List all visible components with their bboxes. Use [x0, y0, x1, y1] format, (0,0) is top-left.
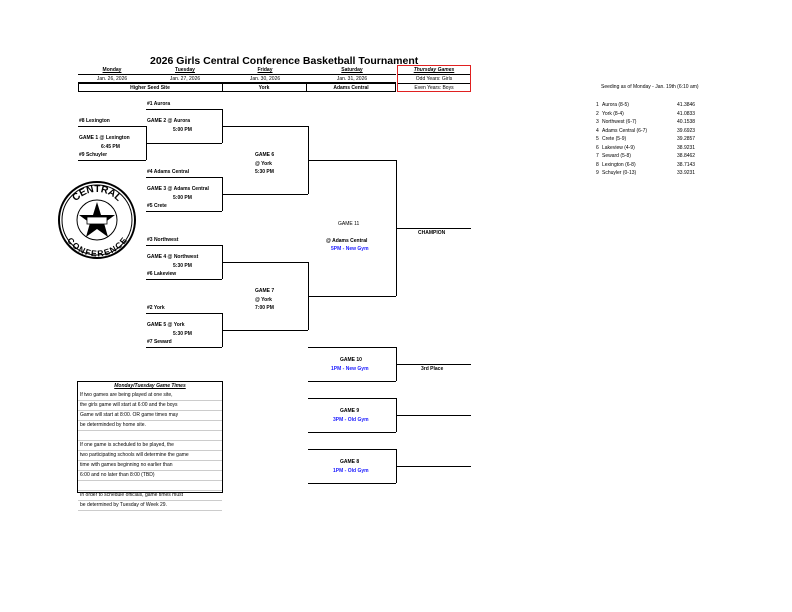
g8-label: GAME 8: [340, 459, 360, 465]
date-tuesday: Jan. 27, 2026: [169, 76, 201, 82]
notes-lines: If two games are being played at one sit…: [78, 391, 222, 511]
seed-team: Adams Central (6-7): [602, 127, 648, 134]
seed-score: 39.2857: [677, 136, 696, 142]
g11-site: @ Adams Central: [326, 238, 368, 244]
date-friday: Jan. 30, 2026: [249, 76, 281, 82]
g1-bottom-team: #9 Schuyler: [79, 152, 108, 158]
g9-label: GAME 9: [340, 408, 360, 414]
g7-label: GAME 7: [255, 288, 275, 294]
site-adams-central: Adams Central: [333, 85, 369, 91]
g3-top-team: #4 Adams Central: [147, 169, 190, 175]
g6-site: @ York: [255, 161, 272, 167]
notes-line: be determined by Tuesday of Week 29.: [78, 501, 222, 511]
day-monday: Monday: [102, 67, 122, 73]
seed-rank: 9: [596, 170, 599, 176]
seed-team: Seward (5-8): [602, 153, 631, 159]
g9-time: 3PM - Old Gym: [333, 417, 369, 423]
seed-team: Schuyler (0-13): [602, 170, 637, 176]
seed-score: 41.0833: [677, 110, 696, 117]
g6-label: GAME 6: [255, 152, 275, 158]
day-saturday: Saturday: [341, 67, 363, 73]
site-york: York: [258, 85, 270, 91]
notes-line: 6:00 and no later than 8:00 (TBD): [78, 471, 222, 481]
notes-line: be determinded by home site.: [78, 421, 222, 431]
g5-bottom-team: #7 Seward: [147, 339, 172, 345]
day-friday: Friday: [257, 67, 273, 73]
seed-team: York (8-4): [602, 110, 624, 117]
g7-site: @ York: [255, 297, 272, 303]
seed-rank: 3: [596, 119, 599, 125]
seed-rank: 2: [596, 110, 599, 117]
g11-label: GAME 11: [338, 221, 360, 227]
g3-bottom-team: #5 Crete: [147, 203, 167, 209]
g10-label: GAME 10: [340, 357, 362, 363]
g7-time: 7:00 PM: [255, 305, 274, 311]
seed-rank: 1: [596, 102, 599, 108]
g3-label: GAME 3 @ Adams Central: [147, 186, 209, 192]
notes-line: If one game is scheduled to be played, t…: [78, 441, 222, 451]
g4-top-team: #3 Northwest: [147, 237, 179, 243]
seed-rank: 4: [596, 127, 599, 134]
g5-label: GAME 5 @ York: [147, 322, 185, 328]
notes-line: In order to schedule officials, game tim…: [78, 491, 222, 501]
seed-rank: 5: [596, 136, 599, 142]
g1-time: 6:45 PM: [101, 144, 120, 150]
seed-team: Northwest (6-7): [602, 119, 637, 125]
notes-line: Game will start at 8:00. OR game times m…: [78, 411, 222, 421]
g5-time: 5:30 PM: [173, 331, 192, 337]
seeding-heading: Seeding as of Monday - Jan. 19th (6:10 a…: [601, 84, 699, 90]
seed-score: 38.8462: [677, 153, 696, 159]
notes-line: [78, 481, 222, 491]
seed-score: 38.9231: [677, 144, 696, 151]
notes-title: Monday/Tuesday Game Times: [114, 383, 186, 389]
seed-team: Aurora (8-5): [602, 102, 629, 108]
seed-rank: 8: [596, 161, 599, 168]
notes-line: two participating schools will determine…: [78, 451, 222, 461]
seed-score: 33.9231: [677, 170, 696, 176]
g1-label: GAME 1 @ Lexington: [79, 135, 130, 141]
champion-label: CHAMPION: [418, 230, 446, 236]
third-place-label: 3rd Place: [421, 366, 444, 372]
notes-line: If two games are being played at one sit…: [78, 391, 222, 401]
notes-line: [78, 431, 222, 441]
seed-rank: 6: [596, 144, 599, 151]
seed-score: 41.3846: [677, 102, 696, 108]
g2-time: 5:00 PM: [173, 127, 192, 133]
g11-time: 5PM - New Gym: [331, 246, 369, 252]
conference-logo: CENTRAL CONFERENCE: [57, 180, 137, 260]
conference-logo-graphic: CENTRAL CONFERENCE: [58, 181, 136, 259]
notes-line: time with games beginning no earlier tha…: [78, 461, 222, 471]
seed-score: 39.6923: [677, 127, 696, 134]
thursday-box: [397, 65, 471, 92]
g3-time: 5:00 PM: [173, 195, 192, 201]
g2-label: GAME 2 @ Aurora: [147, 118, 191, 124]
g2-top-team: #1 Aurora: [147, 101, 171, 107]
date-monday: Jan. 26, 2026: [96, 76, 128, 82]
game-times-notes: Monday/Tuesday Game Times If two games a…: [77, 381, 223, 511]
seed-rank: 7: [596, 153, 599, 159]
g4-label: GAME 4 @ Northwest: [147, 254, 199, 260]
notes-line: the girls game will start at 6:00 and th…: [78, 401, 222, 411]
site-row: [78, 83, 396, 92]
g4-bottom-team: #6 Lakeview: [147, 271, 177, 277]
page-title: 2026 Girls Central Conference Basketball…: [150, 55, 419, 67]
seed-score: 40.1538: [677, 119, 696, 125]
seed-team: Crete (5-9): [602, 136, 627, 142]
day-tuesday: Tuesday: [175, 67, 195, 73]
seed-team: Lexington (6-8): [602, 161, 636, 168]
site-higher-seed: Higher Seed Site: [130, 85, 170, 91]
g5-top-team: #2 York: [147, 305, 165, 311]
thursday-odd: Odd Years: Girls: [415, 76, 453, 82]
date-saturday: Jan. 31, 2026: [336, 76, 368, 82]
thursday-even: Even Years: Boys: [414, 85, 454, 91]
g4-time: 5:30 PM: [173, 263, 192, 269]
g10-time: 1PM - New Gym: [331, 366, 369, 372]
g1-top-team: #8 Lexington: [79, 118, 110, 124]
seed-team: Lakeview (4-9): [602, 144, 635, 151]
seed-score: 38.7143: [677, 161, 696, 168]
thursday-label: Thursday Games: [413, 67, 455, 73]
g6-time: 5:30 PM: [255, 169, 274, 175]
g8-time: 1PM - Old Gym: [333, 468, 369, 474]
